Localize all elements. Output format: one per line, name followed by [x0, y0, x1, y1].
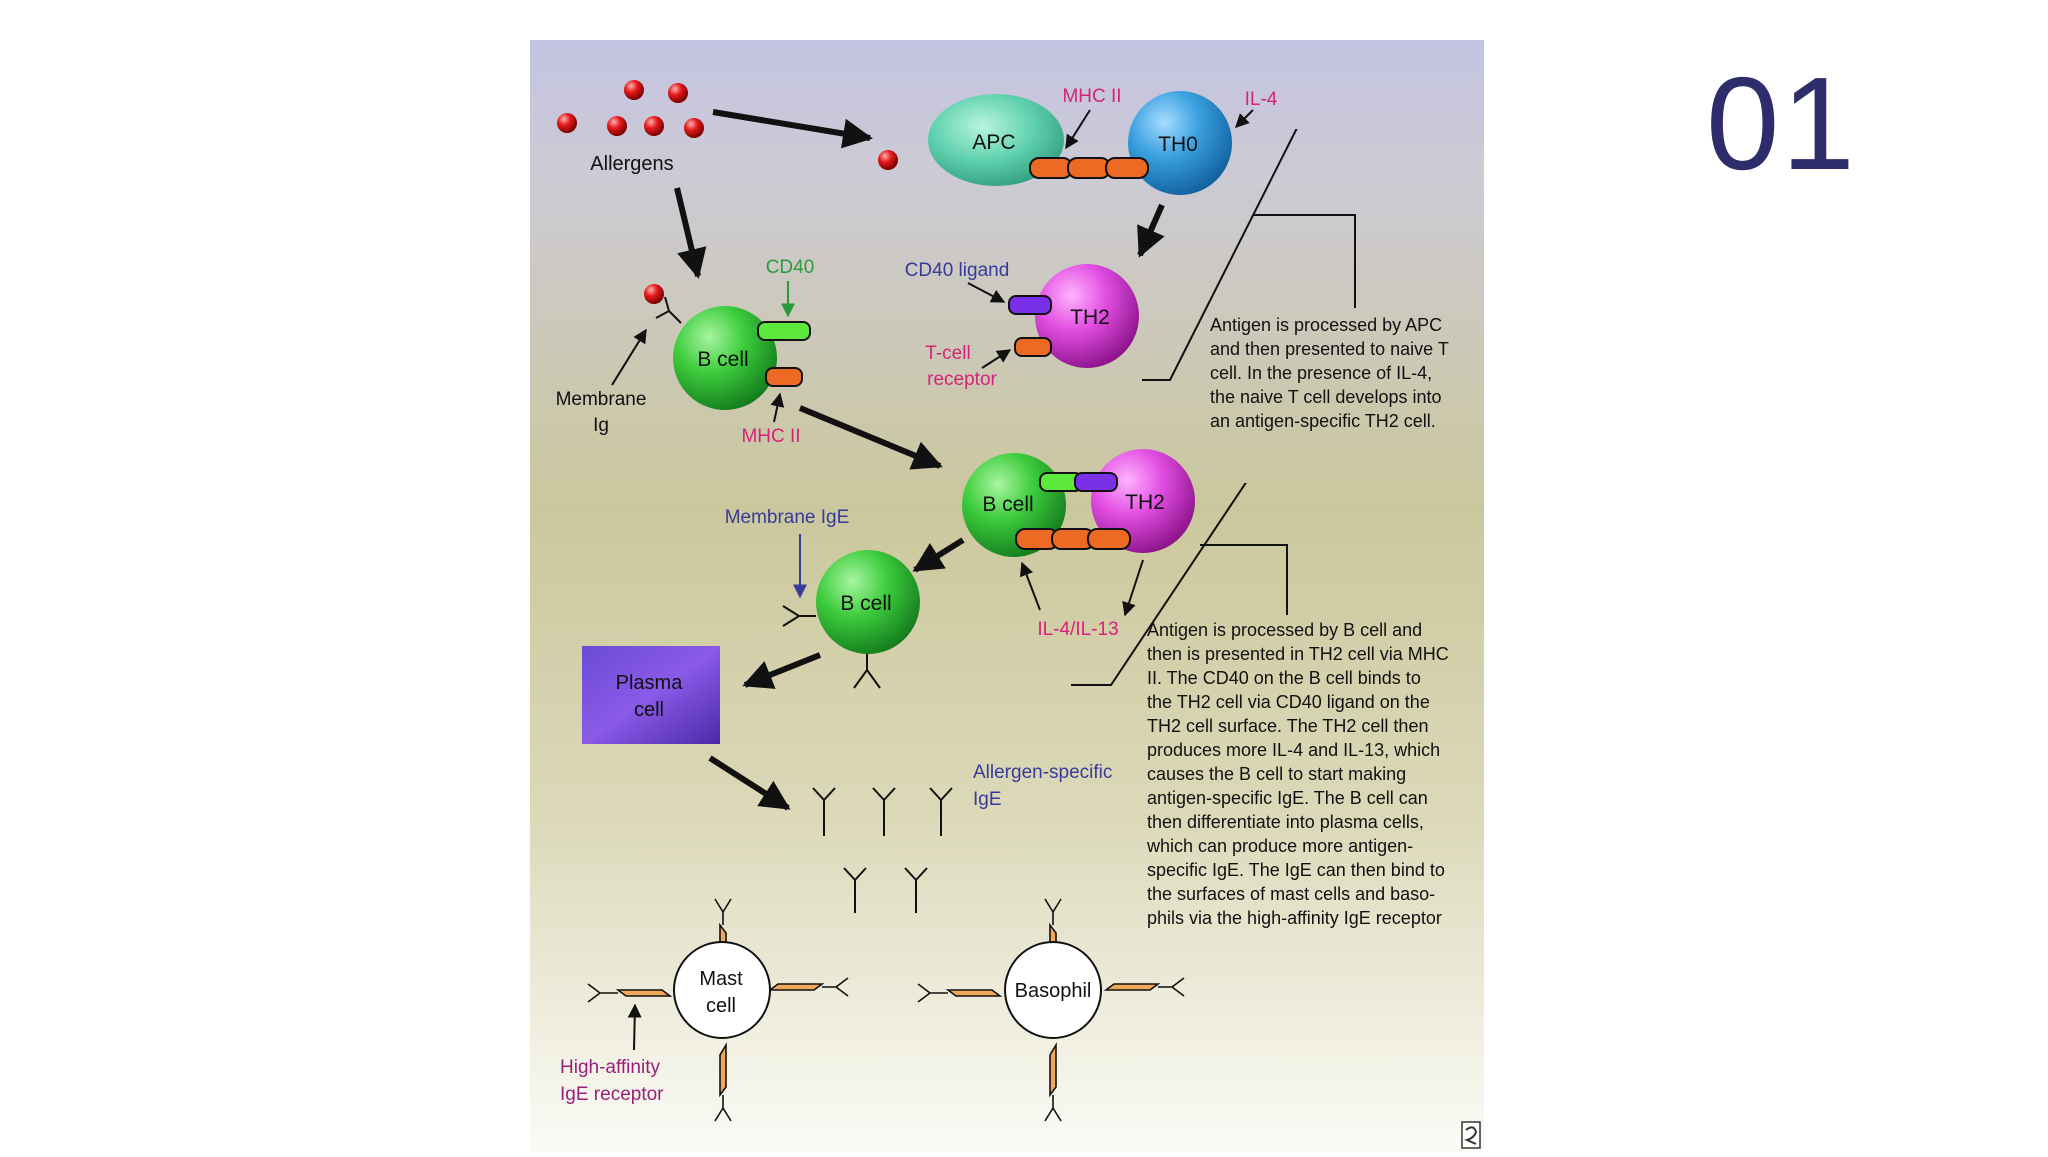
membrane-ig-shape	[655, 296, 682, 324]
bcell-ige-label: B cell	[840, 592, 891, 615]
caption2-connector	[1200, 544, 1288, 615]
caption1-bracket	[1142, 129, 1298, 381]
caption1-connector	[1253, 214, 1356, 308]
il4-pointer	[1235, 109, 1254, 128]
caption1-line: the naive T cell develops into	[1210, 387, 1442, 407]
bcell-first	[673, 306, 777, 410]
caption2-line: causes the B cell to start making	[1147, 764, 1406, 784]
caption1: Antigen is processed by APC and then pre…	[1210, 315, 1449, 431]
immunology-figure: Allergens APC TH0 MHC II IL-4 TH2 CD40 l…	[530, 40, 1484, 1152]
mhc2-top-pointer	[1065, 109, 1091, 150]
membrane-ige-label: Membrane IgE	[725, 507, 850, 528]
fce-label-line1: High-affinity	[560, 1057, 660, 1078]
th0-cell	[1128, 91, 1232, 195]
caption2: Antigen is processed by B cell and then …	[1146, 620, 1449, 928]
complex-th2-label: TH2	[1125, 491, 1165, 514]
allergen-ige-label-line1: Allergen-specific	[973, 762, 1112, 783]
caption2-line: produces more IL-4 and IL-13, which	[1147, 740, 1440, 760]
complex-bcell-label: B cell	[982, 493, 1033, 516]
caption1-line: an antigen-specific TH2 cell.	[1210, 411, 1436, 431]
plasma-label-line2: cell	[634, 699, 664, 721]
corner-logo-icon	[1461, 1121, 1481, 1149]
th2-label: TH2	[1070, 306, 1110, 329]
apc-label: APC	[972, 131, 1015, 154]
membrane-ig-pointer	[611, 328, 647, 386]
cd40-ligand-label: CD40 ligand	[905, 260, 1010, 281]
caption2-line: then differentiate into plasma cells,	[1147, 812, 1424, 832]
mhc-tcr-complex-top	[1029, 157, 1149, 179]
mast-cell-receptors	[587, 898, 849, 1122]
pathway-arrows	[674, 109, 1165, 811]
caption2-line: specific IgE. The IgE can then bind to	[1147, 860, 1445, 880]
plasma-cell	[582, 646, 720, 744]
basophil-label: Basophil	[1015, 980, 1092, 1002]
bcell-first-label: B cell	[697, 348, 748, 371]
slide-number: 01	[1706, 50, 1857, 197]
il4-il13-label: IL-4/IL-13	[1037, 619, 1118, 640]
caption2-line: TH2 cell surface. The TH2 cell then	[1147, 716, 1428, 736]
basophil-cell	[1004, 941, 1102, 1039]
mhc2-bcell-pointer	[770, 392, 785, 423]
mhc2-top-label: MHC II	[1062, 86, 1121, 107]
tcr-shape	[1014, 337, 1052, 357]
mast-label-line2: cell	[706, 995, 736, 1017]
caption1-line: cell. In the presence of IL-4,	[1210, 363, 1432, 383]
membrane-ig-label-line1: Membrane	[556, 389, 647, 410]
basophil-receptors	[917, 898, 1185, 1122]
fce-label-line2: IgE receptor	[560, 1084, 664, 1105]
fce-pointer	[627, 1003, 642, 1051]
tcr-label-line2: receptor	[927, 369, 997, 390]
il4-label: IL-4	[1245, 89, 1278, 110]
caption2-line: Antigen is processed by B cell and	[1147, 620, 1422, 640]
caption2-line: phils via the high-affinity IgE receptor	[1147, 908, 1442, 928]
caption2-line: which can produce more antigen-	[1146, 836, 1413, 856]
cd40-label: CD40	[766, 257, 815, 278]
free-ige-antibodies	[812, 787, 953, 913]
mast-cell	[673, 941, 771, 1039]
allergens-label: Allergens	[590, 153, 673, 175]
allergen-particles	[557, 80, 898, 304]
caption1-line: and then presented to naive T	[1210, 339, 1449, 359]
il4-il13-pointer-down	[1122, 559, 1144, 617]
il4-il13-pointer-up	[1019, 561, 1041, 611]
cd40-ligand-pointer	[967, 282, 1006, 303]
plasma-label-line1: Plasma	[616, 672, 684, 694]
membrane-ige-shape-left	[782, 605, 816, 627]
complex-th2-cell	[1091, 449, 1195, 553]
cd40-ligand-shape	[1008, 295, 1052, 315]
th2-cell	[1035, 264, 1139, 368]
tcr-label-line1: T-cell	[925, 343, 970, 364]
caption2-bracket	[1071, 483, 1247, 686]
membrane-ige-shape-bottom	[853, 654, 881, 689]
caption2-line: antigen-specific IgE. The B cell can	[1147, 788, 1428, 808]
complex-cd40-ligand-shape	[1074, 472, 1118, 492]
caption2-line: II. The CD40 on the B cell binds to	[1147, 668, 1421, 688]
complex-mhc-tcr	[1015, 528, 1131, 550]
bcell-ige	[816, 550, 920, 654]
cd40-shape	[757, 321, 811, 341]
mast-label-line1: Mast	[699, 968, 743, 990]
mhc2-bcell-shape	[765, 367, 803, 387]
membrane-ig-label-line2: Ig	[593, 415, 609, 436]
caption2-line: the TH2 cell via CD40 ligand on the	[1147, 692, 1430, 712]
mhc2-bcell-label: MHC II	[741, 426, 800, 447]
allergen-ige-label-line2: IgE	[973, 789, 1002, 810]
tcr-pointer	[981, 349, 1012, 369]
caption2-line: the surfaces of mast cells and baso-	[1147, 884, 1435, 904]
caption2-line: then is presented in TH2 cell via MHC	[1147, 644, 1449, 664]
th0-label: TH0	[1158, 133, 1198, 156]
caption1-line: Antigen is processed by APC	[1210, 315, 1442, 335]
